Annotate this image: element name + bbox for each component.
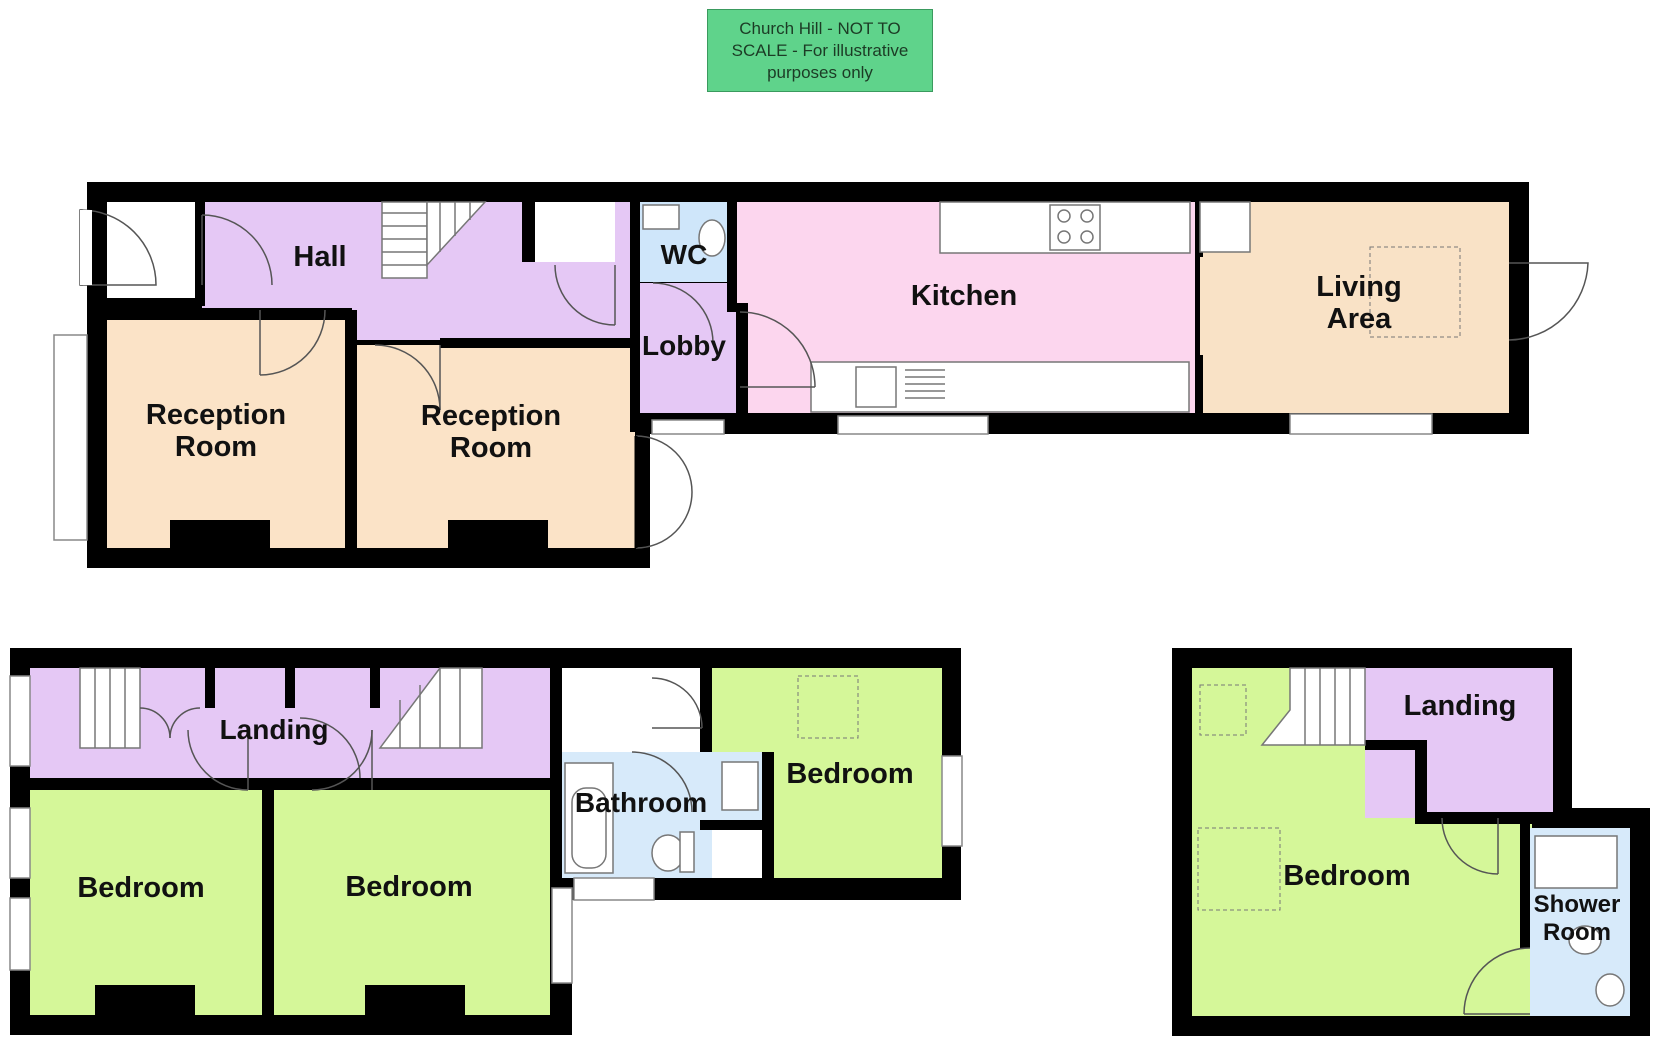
first-floor: Landing Bathroom Bedroom Bedroom Bedroom	[9, 648, 963, 1035]
hall-room	[202, 202, 736, 413]
chimney-breast	[365, 985, 465, 1017]
kitchen-label: Kitchen	[911, 280, 1017, 312]
wall	[700, 668, 712, 752]
wall	[550, 668, 562, 868]
wall	[762, 752, 774, 878]
wc-label: WC	[661, 239, 708, 270]
wall	[1195, 202, 1203, 257]
doors	[1441, 817, 1531, 1015]
bedroom-1-room	[30, 790, 262, 1015]
bedroom-label: Bedroom	[1283, 860, 1410, 892]
kitchen-units	[810, 201, 1251, 413]
reception-room-2-label-1: Reception	[421, 400, 561, 432]
wall	[345, 310, 357, 548]
doors	[79, 209, 1589, 549]
living-area-label-2: Area	[1327, 303, 1392, 335]
living-area-room	[1200, 202, 1509, 413]
airing-cupboard	[712, 830, 762, 878]
second-floor: Landing Bedroom Shower Room	[1172, 648, 1650, 1036]
reception-room-2	[357, 345, 635, 548]
rooflight-outline	[1199, 684, 1247, 736]
chimney-breast	[448, 520, 548, 550]
shower-fixtures	[1534, 835, 1625, 1007]
staircase	[381, 201, 487, 279]
wall	[727, 202, 737, 312]
bedroom-2-label: Bedroom	[345, 871, 472, 903]
wall	[1365, 740, 1427, 750]
reception-room-1	[107, 320, 345, 548]
wall	[195, 202, 205, 306]
staircase	[1260, 667, 1366, 746]
kitchen-room	[736, 202, 1195, 413]
shower-room-label-2: Room	[1543, 919, 1611, 946]
wall	[1415, 812, 1553, 824]
bedroom-room	[1192, 668, 1532, 1016]
shower-room-label-1: Shower	[1534, 891, 1621, 918]
wall	[1195, 355, 1203, 413]
wall	[700, 820, 762, 830]
wall	[205, 668, 215, 708]
wall	[522, 202, 535, 262]
wall	[1415, 745, 1427, 818]
reception-room-2-label-2: Room	[450, 432, 532, 464]
cupboard-under-stairs	[535, 202, 615, 262]
chimney-breast	[170, 520, 270, 550]
wall	[630, 202, 640, 432]
landing-label: Landing	[1404, 690, 1517, 722]
bathroom-fixtures	[564, 761, 759, 874]
reception-room-1-label-1: Reception	[146, 399, 286, 431]
bedroom-2-room	[274, 790, 550, 1015]
windows	[9, 675, 963, 984]
reception-room-1-label-2: Room	[175, 431, 257, 463]
doors	[139, 677, 703, 813]
bathroom-passage	[562, 668, 712, 752]
wall	[262, 790, 274, 1015]
bathroom-label: Bathroom	[575, 787, 707, 818]
wc-fixtures	[642, 204, 726, 257]
rooflight-outline	[1369, 246, 1461, 338]
landing-label: Landing	[220, 714, 329, 745]
bedroom-1-label: Bedroom	[77, 872, 204, 904]
chimney-breast	[95, 985, 195, 1017]
wall	[370, 668, 380, 708]
lobby-label: Lobby	[642, 330, 726, 361]
rooflight-outline	[1197, 827, 1281, 911]
wall	[285, 668, 295, 708]
wall	[30, 778, 550, 790]
living-area-label-1: Living	[1316, 271, 1401, 303]
wall	[1520, 818, 1530, 948]
bedroom-rear-label: Bedroom	[786, 758, 913, 790]
wall	[107, 308, 352, 320]
ground-floor: Hall WC Kitchen Living Area Lobby Recept…	[53, 182, 1589, 568]
hall-label: Hall	[293, 241, 346, 273]
rooflight-outline	[797, 675, 859, 739]
disclaimer-badge: Church Hill - NOT TO SCALE - For illustr…	[707, 9, 933, 92]
entry-porch	[107, 202, 202, 298]
wall	[440, 338, 640, 348]
windows	[53, 334, 1433, 541]
